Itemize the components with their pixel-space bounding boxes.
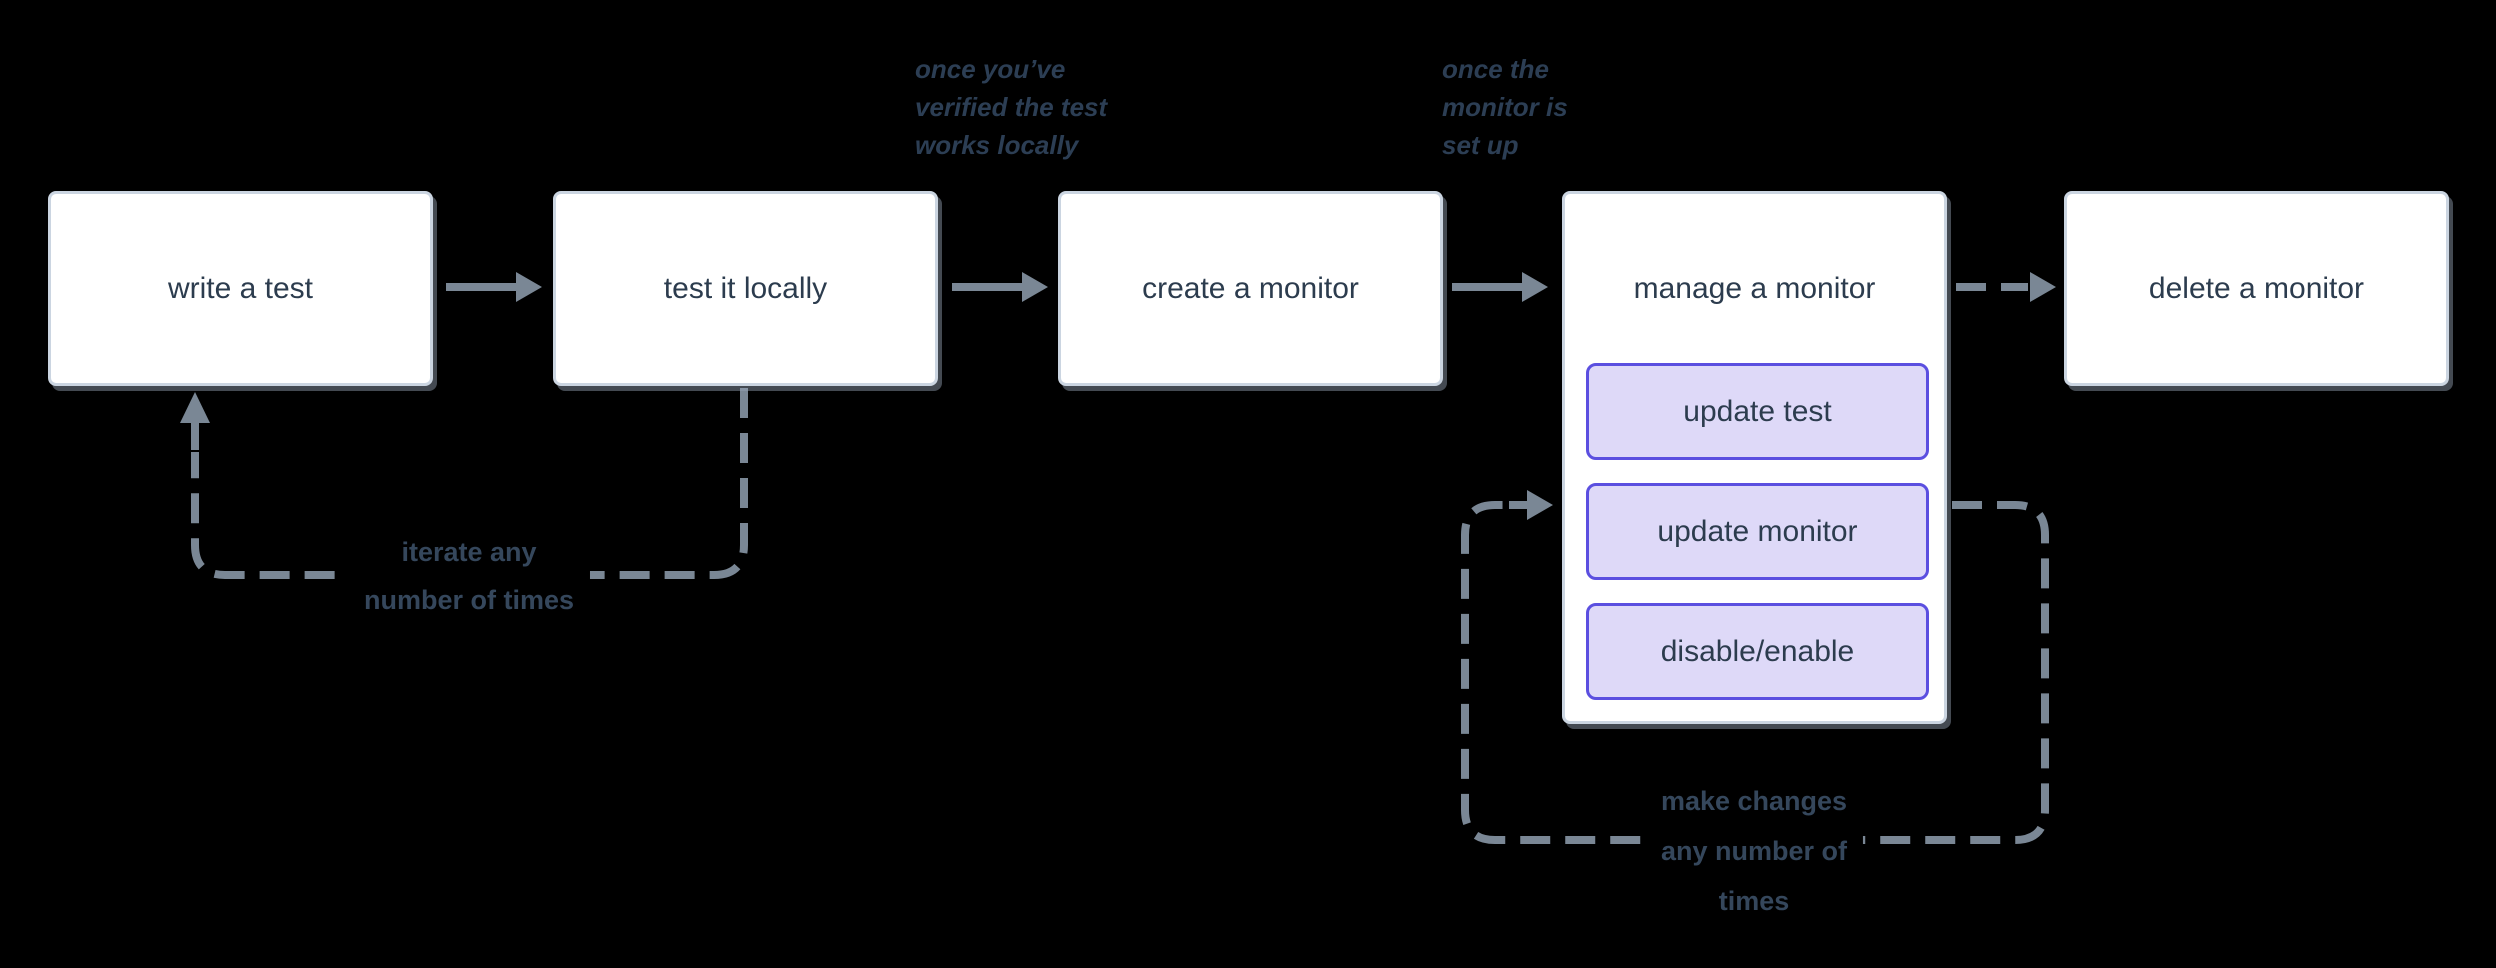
node-label: test it locally xyxy=(663,271,828,305)
node-label: write a test xyxy=(167,271,314,305)
node-label: create a monitor xyxy=(1142,271,1359,305)
write-to-test-arrowhead-icon xyxy=(516,272,542,302)
test-to-create-arrowhead-icon xyxy=(1022,272,1048,302)
test-iterate-loop-arrowhead-icon xyxy=(180,392,210,423)
test-iterate-loop-path xyxy=(191,388,748,579)
loop-label-line: make changes xyxy=(1660,786,1848,816)
subnode-label: update monitor xyxy=(1657,514,1858,548)
loop-label-line: number of times xyxy=(363,585,575,615)
annotation-once-verified: once you’ve verified the test works loca… xyxy=(915,50,1107,164)
annotation-line: set up xyxy=(1442,130,1519,160)
loop-label-line: iterate any xyxy=(401,537,537,567)
node-label: manage a monitor xyxy=(1633,272,1876,305)
create-to-manage-arrowhead-icon xyxy=(1522,272,1548,302)
subnode-disable-enable: disable/enable xyxy=(1586,603,1929,700)
flow-node-write-a-test: write a test xyxy=(48,191,433,386)
manage-changes-loop-arrowhead-icon xyxy=(1527,490,1553,520)
annotation-line: monitor is xyxy=(1442,92,1568,122)
loop-label-make-changes: make changes any number of times xyxy=(1644,776,1864,926)
annotation-once-set-up: once the monitor is set up xyxy=(1442,50,1568,164)
annotation-line: works locally xyxy=(915,130,1079,160)
node-label: delete a monitor xyxy=(2148,271,2365,305)
annotation-line: once the xyxy=(1442,54,1549,84)
subnode-label: update test xyxy=(1683,394,1832,428)
flow-node-manage-a-monitor: manage a monitor update test update moni… xyxy=(1562,191,1947,724)
manage-to-delete-arrowhead-icon xyxy=(2030,272,2056,302)
annotation-line: verified the test xyxy=(915,92,1108,122)
subnode-update-monitor: update monitor xyxy=(1586,483,1929,580)
loop-label-line: times xyxy=(1718,886,1790,916)
subnode-update-test: update test xyxy=(1586,363,1929,460)
loop-label-iterate: iterate any number of times xyxy=(347,528,591,624)
flow-node-delete-a-monitor: delete a monitor xyxy=(2064,191,2449,386)
loop-label-line: any number of xyxy=(1660,836,1848,866)
subnode-label: disable/enable xyxy=(1660,634,1855,668)
flow-node-create-a-monitor: create a monitor xyxy=(1058,191,1443,386)
flow-node-test-it-locally: test it locally xyxy=(553,191,938,386)
annotation-line: once you’ve xyxy=(915,54,1066,84)
